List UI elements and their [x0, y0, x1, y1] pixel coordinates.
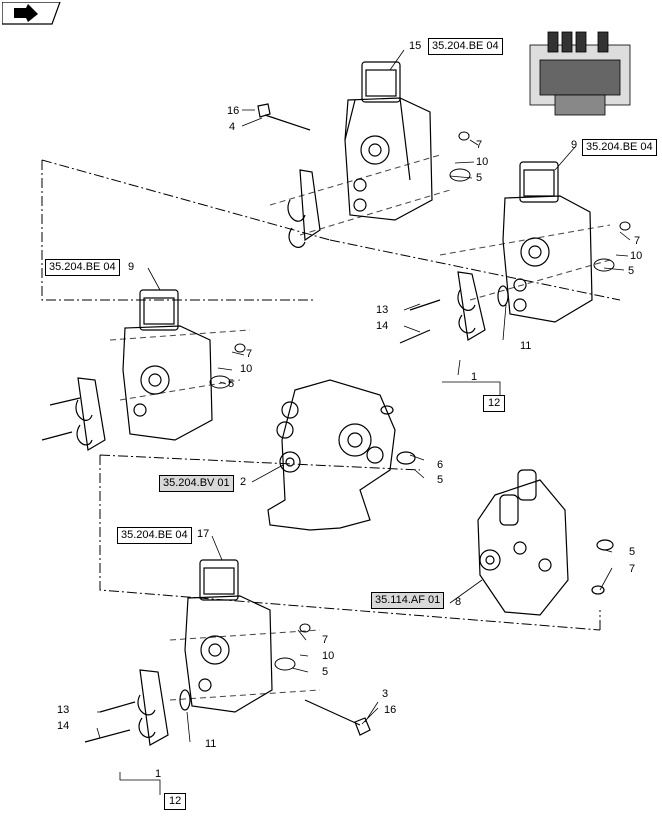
o-rings — [209, 131, 631, 671]
valve-section-right — [457, 161, 593, 341]
callout-5: 5 — [228, 378, 235, 390]
callout-9: 9 — [128, 261, 135, 273]
ref-top-valve[interactable]: 35.204.BE 04 — [428, 38, 503, 55]
callout-5: 5 — [629, 546, 636, 558]
callout-box-12: 12 — [483, 395, 506, 412]
callout-15: 15 — [409, 40, 422, 52]
callout-16: 16 — [227, 105, 240, 117]
end-cover-right — [477, 469, 614, 616]
group-boundary-upper — [41, 159, 621, 631]
ref-left-valve[interactable]: 35.204.BE 04 — [45, 259, 120, 276]
callout-6: 6 — [437, 459, 444, 471]
valve-section-bottom — [137, 559, 371, 746]
callout-11: 11 — [520, 340, 532, 352]
callout-5: 5 — [476, 172, 483, 184]
callout-5: 5 — [322, 666, 329, 678]
callout-10: 10 — [476, 156, 489, 168]
callout-10: 10 — [240, 363, 253, 375]
callout-7: 7 — [476, 139, 483, 151]
callout-box-12: 12 — [164, 793, 187, 810]
callout-13: 13 — [57, 704, 70, 716]
ref-inlet-body[interactable]: 35.204.BV 01 — [159, 475, 234, 492]
callout-7: 7 — [246, 348, 253, 360]
callout-5: 5 — [628, 265, 635, 277]
callout-4: 4 — [229, 121, 236, 133]
valve-section-top — [287, 61, 433, 248]
callout-16: 16 — [384, 704, 397, 716]
callout-1: 1 — [155, 768, 162, 780]
callout-17: 17 — [197, 528, 210, 540]
assembly-lines — [109, 154, 611, 701]
ref-bottom-valve[interactable]: 35.204.BE 04 — [117, 527, 192, 544]
callout-7: 7 — [634, 235, 641, 247]
bolts — [41, 103, 441, 743]
callout-1: 1 — [471, 371, 478, 383]
callout-10: 10 — [322, 650, 335, 662]
callout-5: 5 — [437, 474, 444, 486]
leader-lines — [96, 49, 631, 795]
ref-end-cover[interactable]: 35.114.AF 01 — [371, 592, 445, 609]
valve-section-left — [75, 289, 213, 451]
callout-13: 13 — [376, 304, 389, 316]
callout-10: 10 — [630, 250, 643, 262]
callout-7: 7 — [322, 634, 329, 646]
callout-9: 9 — [571, 139, 578, 151]
navigation-arrow-icon[interactable] — [1, 1, 62, 26]
callout-2: 2 — [240, 476, 247, 488]
ref-right-valve[interactable]: 35.204.BE 04 — [582, 139, 657, 156]
callout-11: 11 — [205, 738, 217, 750]
callout-7: 7 — [629, 563, 636, 575]
callout-14: 14 — [57, 720, 70, 732]
callout-3: 3 — [382, 688, 389, 700]
callout-14: 14 — [376, 320, 389, 332]
callout-8: 8 — [455, 596, 462, 608]
inlet-body-center — [267, 379, 416, 531]
assembly-thumbnail — [529, 31, 631, 116]
